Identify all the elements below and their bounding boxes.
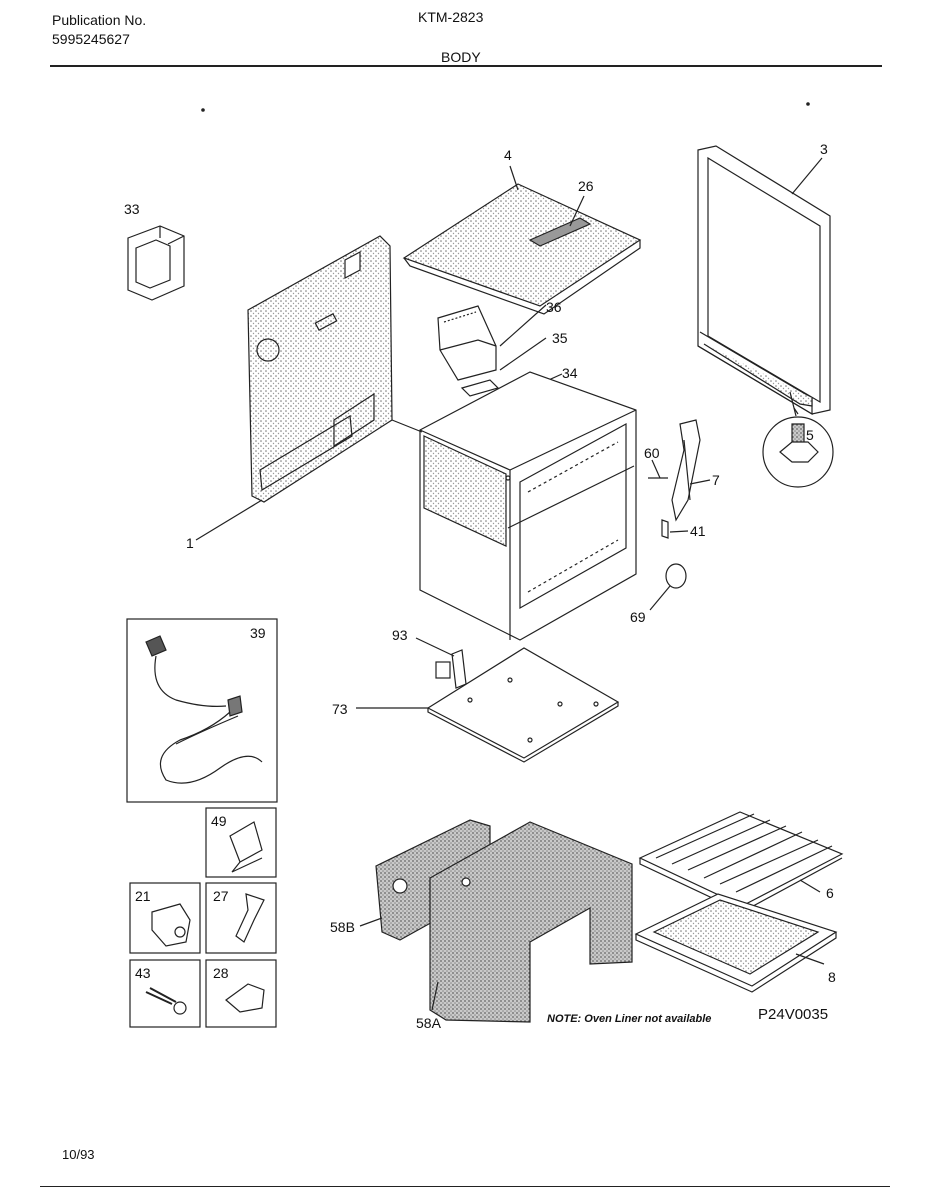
part-5-leveler bbox=[762, 407, 834, 488]
part-58a-insulation bbox=[429, 821, 633, 1023]
part-69-plug bbox=[665, 563, 687, 589]
leader-1 bbox=[195, 499, 263, 541]
callout-60: 60 bbox=[644, 445, 660, 461]
part-27-box bbox=[205, 882, 277, 954]
callout-6: 6 bbox=[826, 885, 834, 901]
part-39-box bbox=[126, 618, 278, 803]
callout-73: 73 bbox=[332, 701, 348, 717]
callout-58b: 58B bbox=[330, 919, 355, 935]
part-73-bottom-panel bbox=[426, 647, 620, 763]
part-39-power-cord bbox=[145, 635, 263, 784]
callout-33: 33 bbox=[124, 201, 140, 217]
part-6-oven-rack bbox=[638, 811, 844, 913]
callout-labels: 33 4 26 3 36 35 34 5 60 7 41 1 69 39 93 … bbox=[124, 141, 836, 1031]
callout-26: 26 bbox=[578, 178, 594, 194]
part-49-box bbox=[205, 807, 277, 878]
callout-34: 34 bbox=[562, 365, 578, 381]
part-7-element bbox=[671, 419, 701, 522]
part-1-back-panel bbox=[247, 235, 393, 503]
callout-49: 49 bbox=[211, 813, 227, 829]
callout-4: 4 bbox=[504, 147, 512, 163]
callout-36: 36 bbox=[546, 299, 562, 315]
part-8-oven-bottom bbox=[634, 893, 838, 993]
callout-39: 39 bbox=[250, 625, 266, 641]
publication-label: Publication No. bbox=[52, 12, 147, 28]
callout-27: 27 bbox=[213, 888, 229, 904]
model-number: KTM-2823 bbox=[418, 9, 484, 25]
diagram-code: P24V0035 bbox=[758, 1006, 828, 1023]
callout-43: 43 bbox=[135, 965, 151, 981]
part-43-box bbox=[129, 959, 201, 1028]
part-41-bracket bbox=[661, 519, 669, 539]
callout-93: 93 bbox=[392, 627, 408, 643]
part-36-duct bbox=[437, 305, 497, 381]
part-4-top-panel bbox=[402, 183, 642, 315]
callout-5: 5 bbox=[806, 427, 814, 443]
callout-21: 21 bbox=[135, 888, 151, 904]
header-rule bbox=[50, 65, 882, 67]
callout-1: 1 bbox=[186, 535, 194, 551]
section-title: BODY bbox=[441, 49, 481, 65]
part-33-bracket bbox=[127, 225, 185, 301]
oven-body bbox=[419, 371, 637, 641]
callout-35: 35 bbox=[552, 330, 568, 346]
callout-28: 28 bbox=[213, 965, 229, 981]
callout-3: 3 bbox=[820, 141, 828, 157]
part-3-door-frame bbox=[697, 145, 831, 416]
footer-date: 10/93 bbox=[62, 1147, 95, 1162]
callout-41: 41 bbox=[690, 523, 706, 539]
part-28-box bbox=[205, 959, 277, 1028]
callout-69: 69 bbox=[630, 609, 646, 625]
oven-liner-note: NOTE: Oven Liner not available bbox=[547, 1013, 711, 1025]
footer-rule bbox=[40, 1186, 890, 1187]
part-93-switch bbox=[435, 649, 467, 689]
callout-7: 7 bbox=[712, 472, 720, 488]
part-21-box bbox=[129, 882, 201, 954]
publication-number: 5995245627 bbox=[52, 31, 130, 47]
callout-8: 8 bbox=[828, 969, 836, 985]
callout-58a: 58A bbox=[416, 1015, 442, 1031]
